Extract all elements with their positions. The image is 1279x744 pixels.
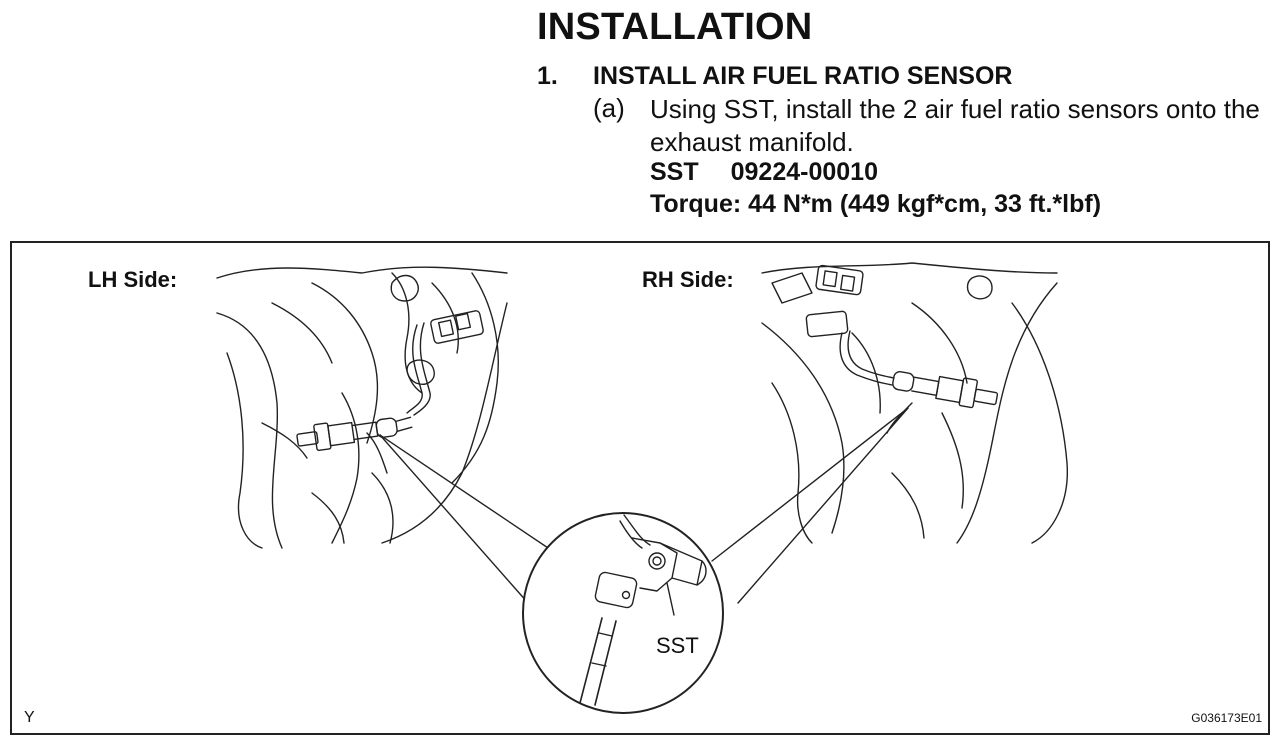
step-number: 1.: [537, 62, 558, 90]
sst-callout-label: SST: [656, 633, 699, 658]
sst-code: 09224-00010: [730, 158, 878, 186]
rh-side-label: RH Side:: [642, 267, 734, 292]
lh-side-label: LH Side:: [88, 267, 178, 292]
lh-engine-drawing: [216, 266, 508, 549]
sst-magnifier-callout: [379, 407, 909, 714]
torque-spec: Torque: 44 N*m (449 kgf*cm, 33 ft.*lbf): [650, 190, 1102, 218]
figure-code: G036173E01: [1191, 711, 1262, 725]
rh-engine-drawing: [761, 262, 1068, 544]
engine-illustration: [216, 262, 1068, 714]
section-title: INSTALLATION: [537, 6, 813, 48]
installation-figure: LH Side: RH Side: SST Y G036173E01: [10, 241, 1270, 735]
substep-instruction: Using SST, install the 2 air fuel ratio …: [650, 94, 1260, 157]
sst-label: SST: [650, 158, 699, 186]
corner-mark: Y: [24, 709, 35, 726]
sst-spec: SST 09224-00010: [650, 158, 878, 187]
step-title: INSTALL AIR FUEL RATIO SENSOR: [593, 62, 1013, 90]
substep-label: (a): [593, 93, 625, 123]
